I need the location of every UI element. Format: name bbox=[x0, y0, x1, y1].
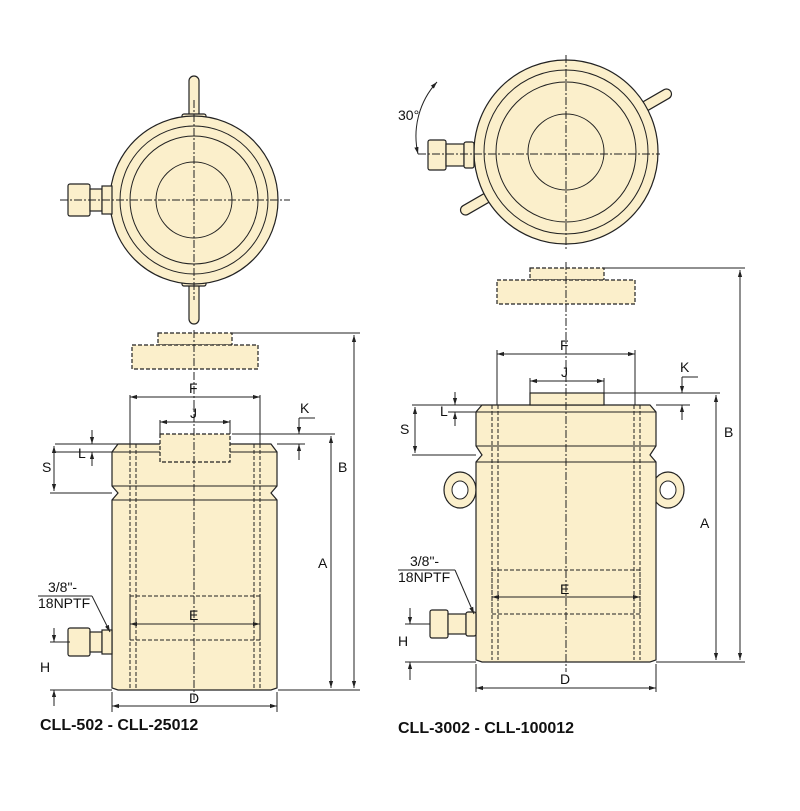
right-side-view: F J K A B E D S L H 3/8"- 18NPT bbox=[398, 262, 745, 737]
left-top-view bbox=[60, 75, 290, 325]
dim-s-label: S bbox=[400, 421, 409, 437]
cylinder-body bbox=[111, 443, 278, 691]
left-caption: CLL-502 - CLL-25012 bbox=[40, 717, 198, 734]
dim-d-label: D bbox=[560, 671, 570, 687]
right-caption: CLL-3002 - CLL-100012 bbox=[398, 720, 574, 737]
dim-a-label: A bbox=[700, 515, 710, 531]
dim-b-label: B bbox=[724, 424, 733, 440]
port-label-line1: 3/8"- bbox=[48, 579, 77, 595]
dim-l-label: L bbox=[440, 403, 448, 419]
angle-label: 30° bbox=[398, 107, 419, 123]
dim-h-label: H bbox=[398, 633, 408, 649]
dim-f-label: F bbox=[560, 337, 569, 353]
left-side-view: F J K A B E D S L H 3/8"- 18NPTF bbox=[38, 330, 360, 734]
right-top-view: 30° bbox=[398, 55, 673, 250]
dim-d-label: D bbox=[189, 690, 199, 706]
plunger bbox=[529, 392, 605, 406]
saddle bbox=[157, 332, 233, 346]
dim-k-label: K bbox=[300, 400, 310, 416]
dim-e-label: E bbox=[560, 581, 569, 597]
plunger bbox=[159, 433, 231, 463]
dim-k-label: K bbox=[680, 359, 690, 375]
dim-j-label: J bbox=[561, 364, 568, 380]
dim-l-label: L bbox=[78, 445, 86, 461]
saddle bbox=[529, 267, 605, 281]
dim-e-label: E bbox=[189, 607, 198, 623]
port-label-line2: 18NPTF bbox=[398, 569, 450, 585]
dim-a-label: A bbox=[318, 555, 328, 571]
dim-f-label: F bbox=[189, 380, 198, 396]
port-label-line1: 3/8"- bbox=[410, 553, 439, 569]
dim-j-label: J bbox=[190, 405, 197, 421]
dim-h-label: H bbox=[40, 659, 50, 675]
port-label-line2: 18NPTF bbox=[38, 595, 90, 611]
dim-b-label: B bbox=[338, 459, 347, 475]
dim-s-label: S bbox=[42, 459, 51, 475]
